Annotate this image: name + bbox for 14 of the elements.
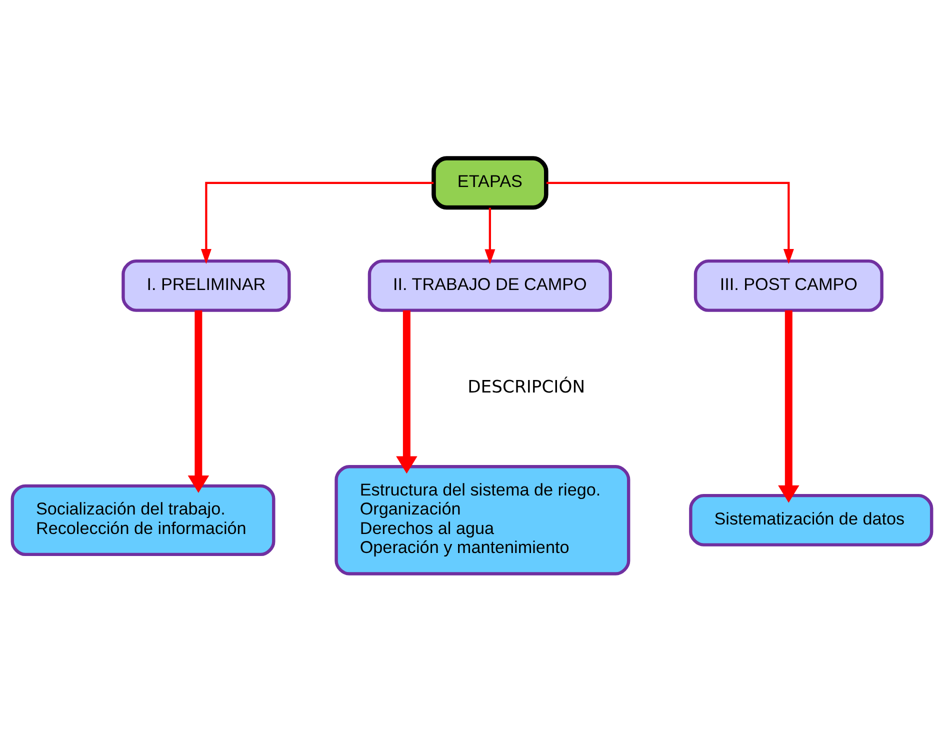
node-box: ETAPAS	[432, 156, 548, 210]
node-box: Sistematización de datos	[689, 494, 934, 546]
node-box: I. PRELIMINAR	[122, 259, 291, 312]
node-box: Socialización del trabajo. Recolección de información	[10, 484, 276, 556]
node-box: III. POST CAMPO	[694, 259, 884, 312]
label: DESCRIPCIÓN	[468, 378, 586, 398]
node-box: II. TRABAJO DE CAMPO	[368, 259, 612, 312]
arrow	[546, 182, 794, 264]
arrow	[200, 182, 434, 264]
arrow	[188, 310, 210, 493]
node-box: Estructura del sistema de riego. Organización Derechos al agua Operación y mantenimiento	[334, 465, 630, 576]
arrow	[778, 310, 800, 503]
arrow	[484, 208, 496, 264]
arrow	[396, 310, 418, 474]
